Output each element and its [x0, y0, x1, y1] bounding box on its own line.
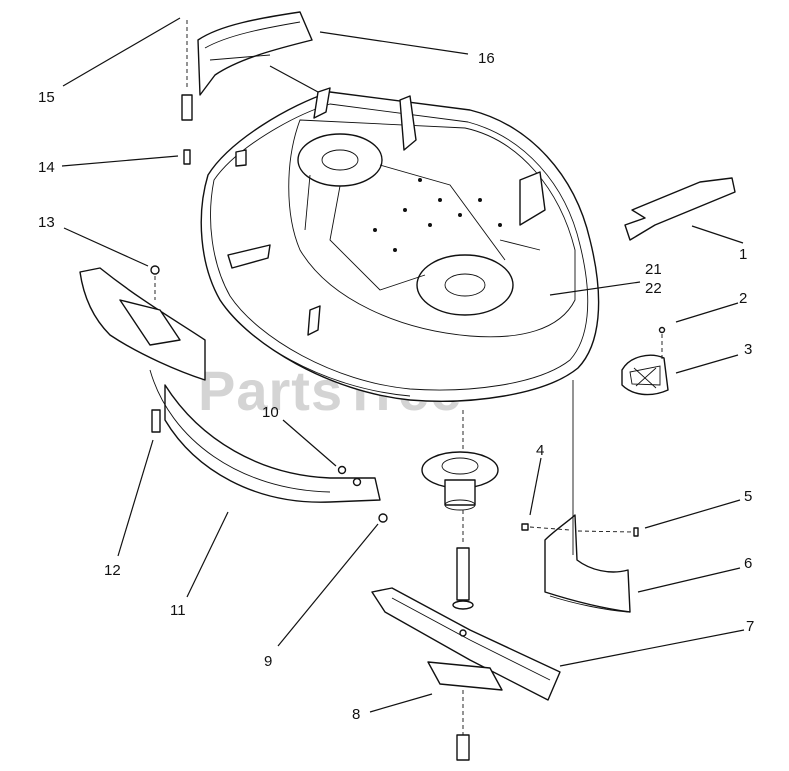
- leader-lines: [61, 17, 745, 713]
- cover-3[interactable]: [621, 354, 669, 396]
- callout-4: 4: [536, 442, 544, 459]
- callout-1: 1: [739, 246, 747, 263]
- deflector-assembly-11[interactable]: [79, 267, 381, 503]
- callout-7: 7: [746, 618, 754, 635]
- mower-deck-housing[interactable]: [200, 87, 600, 402]
- callout-11: 11: [170, 602, 186, 619]
- callout-13: 13: [38, 214, 55, 231]
- shield-bracket-1[interactable]: [624, 177, 736, 241]
- callout-15: 15: [38, 89, 55, 106]
- callout-2: 2: [739, 290, 747, 307]
- callout-6: 6: [744, 555, 752, 572]
- callout-5: 5: [744, 488, 752, 505]
- hardware-items: [150, 20, 666, 537]
- callout-8: 8: [352, 706, 360, 723]
- callout-14: 14: [38, 159, 55, 176]
- callout-3: 3: [744, 341, 752, 358]
- blade-plate-8[interactable]: [427, 661, 503, 761]
- callout-22: 22: [645, 280, 662, 297]
- baffle-6[interactable]: [544, 380, 631, 613]
- callout-labels: 1 2 3 4 5 6 7 8 9 10 11 12 13 14 15 16 2…: [38, 50, 754, 723]
- blade-7[interactable]: [371, 587, 561, 701]
- callout-21: 21: [645, 261, 662, 278]
- callout-10: 10: [262, 404, 279, 421]
- spindle-assembly[interactable]: [421, 410, 499, 610]
- callout-12: 12: [104, 562, 121, 579]
- callout-16: 16: [478, 50, 495, 67]
- callout-9: 9: [264, 653, 272, 670]
- discharge-chute-cover-16[interactable]: [181, 11, 313, 121]
